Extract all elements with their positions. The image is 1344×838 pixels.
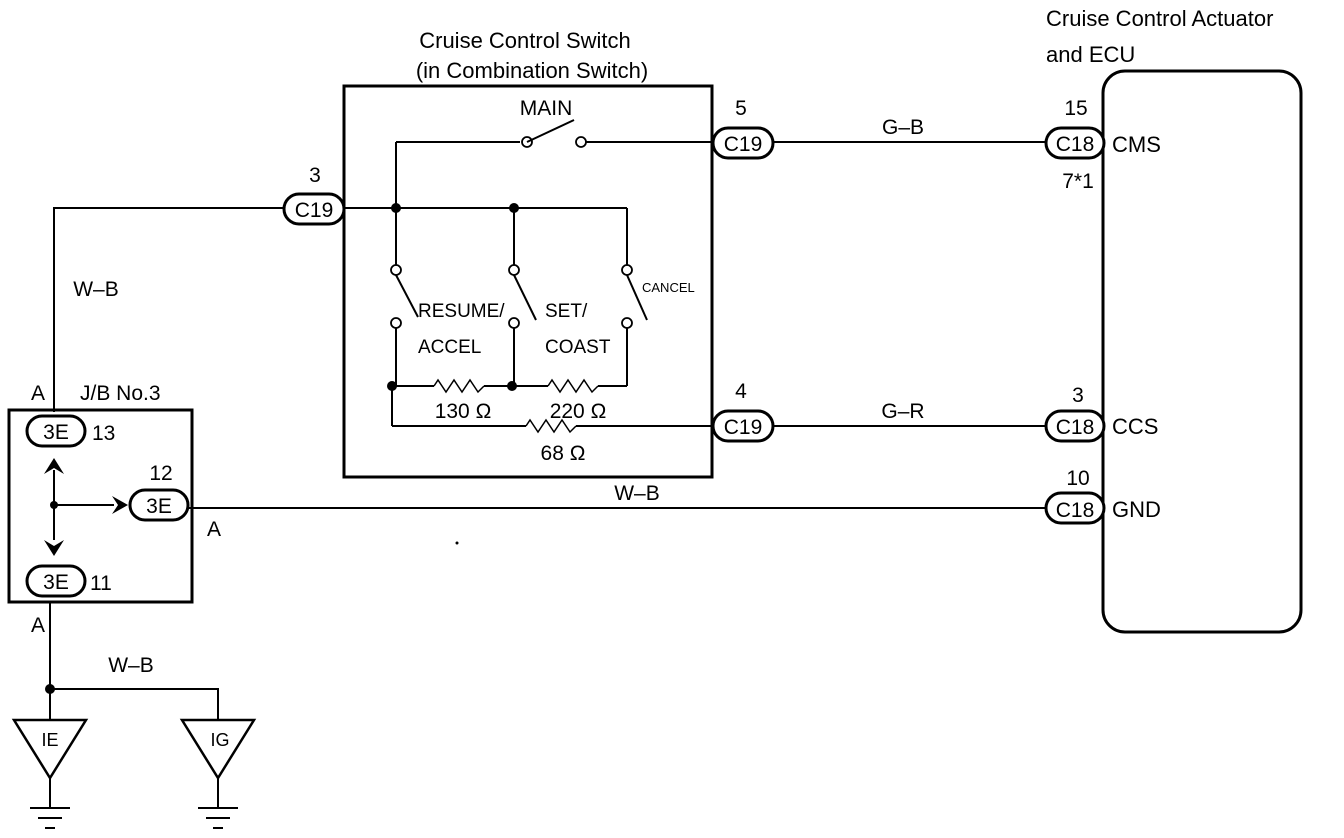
actuator-housing xyxy=(1101,69,1303,634)
connector-c18-pin15: 15 C18 7*1 xyxy=(1044,97,1106,193)
svg-text:IE: IE xyxy=(41,730,58,750)
svg-text:C18: C18 xyxy=(1056,133,1095,156)
terminal-cms: CMS xyxy=(1112,132,1161,157)
resistor-130-label: 130 Ω xyxy=(435,400,492,423)
connector-c19-pin5: 5 C19 xyxy=(711,97,775,160)
marker-a-bottom: A xyxy=(31,614,45,637)
svg-text:C19: C19 xyxy=(295,199,334,222)
terminal-gnd: GND xyxy=(1112,497,1161,522)
svg-text:C19: C19 xyxy=(724,133,763,156)
ground-network: W–B IE IG xyxy=(11,602,257,829)
resistor-220 xyxy=(547,378,599,394)
cancel-label: CANCEL xyxy=(642,280,695,295)
ground-point-ig: IG xyxy=(179,718,257,829)
main-switch-label: MAIN xyxy=(520,97,573,120)
set-label: SET/ xyxy=(545,301,588,322)
cancel-switch: CANCEL xyxy=(621,264,695,386)
connector-c19-pin4: 4 C19 xyxy=(711,380,775,443)
junction-block-3: A J/B No.3 3E 13 12 3E 3E 11 xyxy=(7,382,194,604)
connector-3e-11 xyxy=(25,564,87,598)
marker-a-right: A xyxy=(207,518,221,541)
switch-title-line1: Cruise Control Switch xyxy=(419,28,631,53)
svg-text:12: 12 xyxy=(149,462,172,485)
actuator-title-line1: Cruise Control Actuator xyxy=(1046,6,1273,31)
arrow-up-icon xyxy=(44,458,64,474)
resume-label: RESUME/ xyxy=(418,301,505,322)
svg-text:13: 13 xyxy=(92,422,115,445)
jb-housing xyxy=(7,408,194,604)
marker-a-top: A xyxy=(31,382,45,405)
connector-3e-13 xyxy=(25,414,87,448)
wire-wb-left xyxy=(53,207,284,412)
svg-text:IG: IG xyxy=(210,730,229,750)
cruise-control-actuator-ecu: Cruise Control Actuator and ECU CMS CCS … xyxy=(1046,6,1303,634)
switch-housing xyxy=(342,84,714,479)
svg-text:5: 5 xyxy=(735,97,747,120)
jb-title: J/B No.3 xyxy=(80,382,161,405)
connector-c18-pin10: 10 C18 xyxy=(1044,467,1106,525)
cruise-control-switch: Cruise Control Switch (in Combination Sw… xyxy=(342,28,714,479)
actuator-title-line2: and ECU xyxy=(1046,42,1135,67)
wire-wb-ground-label: W–B xyxy=(108,654,154,677)
resume-accel-switch: RESUME/ ACCEL xyxy=(390,264,505,386)
coast-label: COAST xyxy=(545,337,611,358)
svg-text:3E: 3E xyxy=(43,571,69,594)
arrow-down-icon xyxy=(44,540,64,556)
svg-text:10: 10 xyxy=(1066,467,1089,490)
wire-gr-label: G–R xyxy=(881,400,924,423)
svg-text:C19: C19 xyxy=(724,416,763,439)
arrow-right-icon xyxy=(112,496,128,514)
svg-text:11: 11 xyxy=(90,572,112,595)
main-switch: MAIN xyxy=(396,97,712,148)
connector-3e-12 xyxy=(128,488,190,522)
resistor-220-label: 220 Ω xyxy=(550,400,607,423)
switch-title-line2: (in Combination Switch) xyxy=(416,58,648,83)
svg-text:3: 3 xyxy=(309,164,321,187)
connector-c18-pin3: 3 C18 xyxy=(1044,384,1106,443)
connector-c19-pin3: 3 C19 xyxy=(282,164,346,226)
accel-label: ACCEL xyxy=(418,337,481,358)
svg-text:15: 15 xyxy=(1064,97,1087,120)
terminal-ccs: CCS xyxy=(1112,414,1158,439)
connector-c18-alt-pin: 7*1 xyxy=(1062,170,1094,193)
svg-text:3E: 3E xyxy=(146,495,172,518)
resistor-68-label: 68 Ω xyxy=(541,442,586,465)
wire-wb-gnd-label: W–B xyxy=(614,482,660,505)
wire-wb-left-label: W–B xyxy=(73,278,119,301)
resistor-130 xyxy=(433,378,485,394)
ground-point-ie: IE xyxy=(11,718,89,829)
svg-text:4: 4 xyxy=(735,380,747,403)
set-coast-switch: SET/ COAST xyxy=(508,264,611,386)
svg-text:3E: 3E xyxy=(43,421,69,444)
resistor-68 xyxy=(525,418,577,434)
svg-text:C18: C18 xyxy=(1056,499,1095,522)
wire-gb-label: G–B xyxy=(882,116,924,139)
svg-text:3: 3 xyxy=(1072,384,1084,407)
svg-text:C18: C18 xyxy=(1056,416,1095,439)
